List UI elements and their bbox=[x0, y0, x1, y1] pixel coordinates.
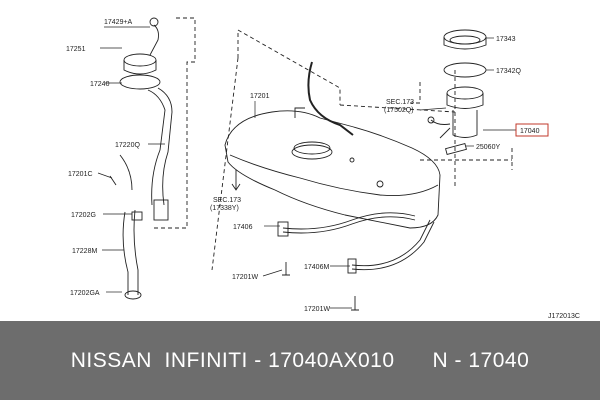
separator: - bbox=[448, 348, 469, 372]
short-part-number: 17040 bbox=[468, 348, 530, 372]
tank-region-dashed bbox=[211, 29, 456, 271]
label-17240: 17240 bbox=[90, 81, 110, 88]
filler-neck bbox=[119, 87, 173, 300]
left-bracket bbox=[152, 17, 196, 229]
spacer bbox=[395, 349, 433, 373]
label-17201: 17201 bbox=[250, 93, 270, 100]
label-17201W-b: 17201W bbox=[304, 306, 330, 313]
label-17202GA: 17202GA bbox=[70, 290, 100, 297]
highlight-box-17040 bbox=[515, 123, 549, 137]
label-sec173-a-ref: (17338Y) bbox=[210, 205, 239, 212]
filler-cap bbox=[119, 17, 161, 90]
gasket bbox=[443, 62, 487, 78]
separator: - bbox=[247, 348, 269, 372]
part-prefix: N bbox=[432, 348, 449, 372]
fuel-tank-parts-diagram: 17429+A 17251 17240 17220Q 17201C 17202G… bbox=[66, 17, 580, 320]
part-number: 17040AX010 bbox=[268, 348, 395, 372]
label-17040: 17040 bbox=[520, 128, 540, 135]
label-17429A: 17429+A bbox=[104, 19, 133, 26]
leader-lines bbox=[97, 26, 516, 309]
label-17342Q: 17342Q bbox=[496, 68, 521, 75]
label-sec173-a: SEC.173 bbox=[213, 197, 241, 204]
tank-straps bbox=[277, 212, 435, 274]
fuel-tank bbox=[224, 107, 441, 229]
sec-arrow bbox=[231, 170, 241, 191]
label-17406M: 17406M bbox=[304, 264, 329, 271]
label-17201C: 17201C bbox=[68, 171, 93, 178]
label-sec173-b: SEC.173 bbox=[386, 99, 414, 106]
lock-ring bbox=[443, 29, 487, 50]
label-25060Y: 25060Y bbox=[476, 144, 500, 151]
breather-tube bbox=[307, 61, 354, 136]
label-sec173-b-ref: (17502Q) bbox=[384, 107, 414, 114]
label-17202G: 17202G bbox=[71, 212, 96, 219]
diagram-code: J172013C bbox=[548, 313, 580, 320]
label-17201W-a: 17201W bbox=[232, 274, 258, 281]
brand-text: NISSAN INFINITI bbox=[70, 348, 248, 372]
label-17220Q: 17220Q bbox=[115, 142, 140, 149]
pump-region-dashed bbox=[410, 82, 513, 170]
label-17228M: 17228M bbox=[72, 248, 97, 255]
label-17343: 17343 bbox=[496, 36, 516, 43]
label-17251: 17251 bbox=[66, 46, 86, 53]
part-number-bar: NISSAN INFINITI - 17040AX010 N - 17040 bbox=[0, 321, 600, 400]
fuel-pump bbox=[427, 86, 484, 156]
label-17406: 17406 bbox=[233, 224, 253, 231]
